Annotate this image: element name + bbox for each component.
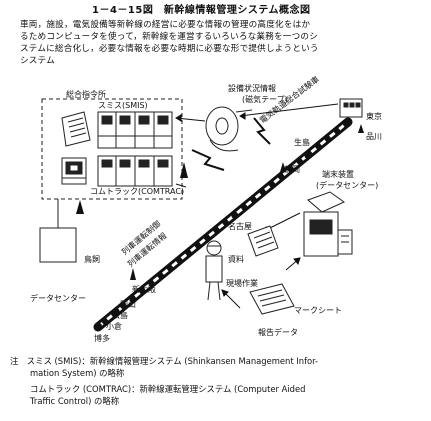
station-shizuoka-marker (278, 174, 284, 180)
label-hq: 総合指令所 (66, 90, 106, 99)
label-data-center: データセンター (30, 294, 86, 303)
label-tokyo: 東京 (366, 112, 382, 121)
magnetic-tape-icon (205, 106, 253, 152)
note-line-3: コムトラック (COMTRAC)：新幹線運転管理システム (Computer A… (30, 384, 306, 394)
label-ikuyo: 生島 (294, 138, 310, 147)
label-kokura: 小倉 (106, 322, 122, 331)
caption-line-2: るためコンピュータを使って，新幹線を運営するいろいろな業務を一つのシ (20, 32, 318, 42)
flow-arrows (175, 103, 339, 309)
display-terminal-icon (61, 157, 87, 185)
resource-document-icon (247, 225, 279, 257)
label-shin-osaka: 新大阪 (132, 285, 156, 294)
label-hiroshima: 広島 (112, 311, 128, 320)
label-comtrac: コムトラック(COMTRAC) (90, 187, 185, 196)
station-nagoya-marker (231, 213, 237, 219)
label-okayama: 岡山 (120, 300, 136, 309)
label-smis: スミス(SMIS) (98, 101, 148, 110)
label-mark-sheet: マークシート (294, 306, 342, 315)
test-car-icon (339, 98, 363, 118)
note-line-2: mation System) の略称 (30, 368, 125, 378)
label-terminal: 端末装置 (322, 170, 354, 179)
caption-line-3: ステムに総合化し，必要な情報を必要な時期に必要な形で提供しようという (20, 44, 319, 54)
label-hakata: 博多 (94, 334, 110, 343)
label-karasuma: 鳥飼 (84, 255, 100, 264)
radio-tower-icon (76, 162, 286, 280)
shinagawa-tower-icon (358, 124, 364, 133)
caption-line-1: 車両，施設，電気設備等新幹線の経営に必要な情報の管理の高度化をはか (20, 20, 311, 30)
smis-computer-icon (97, 111, 173, 149)
external-system-box (39, 227, 77, 263)
wireless-signal-icon (191, 117, 271, 171)
data-center-terminal-icon (303, 191, 353, 257)
note-line-4: Traffic Control) の略称 (30, 396, 120, 406)
station-markers (96, 121, 349, 329)
comtrac-computer-icon (97, 155, 173, 187)
label-data-center-paren: (データセンター) (316, 181, 379, 190)
label-material: 資料 (228, 255, 244, 264)
station-ikuyo-marker (304, 153, 310, 159)
printout-document-icon (61, 111, 91, 147)
label-shizuoka: 静岡 (284, 165, 300, 174)
note-line-1: 注 スミス (SMIS)：新幹線情報管理システム (Shinkansen Man… (10, 356, 319, 366)
label-field-work: 現場作業 (226, 279, 258, 288)
label-shinagawa: 品川 (366, 132, 382, 141)
mark-sheet-icon (249, 283, 295, 315)
figure-title: 1－4－15図 新幹線情報管理システム概念図 (92, 5, 311, 16)
label-facility-info: 設備状況情報 (228, 84, 276, 93)
station-shin-osaka-marker (129, 297, 135, 303)
hq-frame (41, 98, 183, 200)
field-worker-icon (205, 240, 223, 301)
label-report-data: 報告データ (258, 328, 298, 337)
label-nagoya: 名古屋 (228, 222, 252, 231)
label-magnetic-tape: (磁気テープ) (242, 95, 288, 104)
station-tokyo-marker (343, 121, 349, 127)
caption-line-4: システム (20, 56, 55, 66)
station-hakata-marker (96, 323, 102, 329)
station-hiroshima-marker (114, 308, 120, 314)
